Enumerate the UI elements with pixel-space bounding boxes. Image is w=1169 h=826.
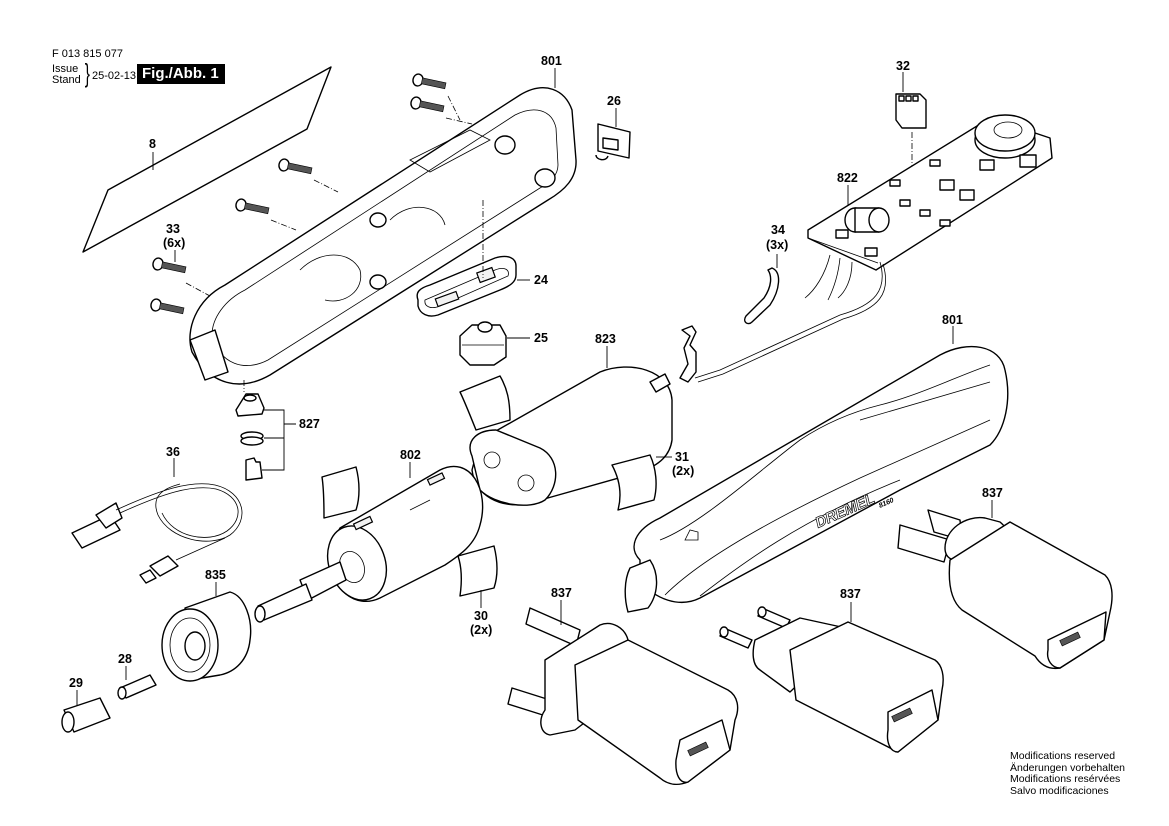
callout-33: 33 xyxy=(166,222,180,236)
callout-837-other: 837 xyxy=(982,486,1003,500)
wire-harness xyxy=(679,254,887,383)
issue-label-en: Issue xyxy=(52,63,79,75)
callout-8: 8 xyxy=(149,137,156,151)
part-29-collet-nut xyxy=(61,690,111,733)
part-24-switch-cover xyxy=(416,200,530,317)
part-801-housing-right xyxy=(624,326,1009,613)
callout-30-qty: (2x) xyxy=(470,623,492,637)
callout-801-right: 801 xyxy=(942,313,963,327)
figure-label: Fig./Abb. 1 xyxy=(137,64,225,84)
modifications-notice: Modifications reserved Änderungen vorbeh… xyxy=(1010,750,1126,797)
modifications-fr: Modifications resérvées xyxy=(1010,773,1121,786)
part-802-motor xyxy=(254,462,484,623)
callout-31-qty: (2x) xyxy=(672,464,694,478)
part-835-nose-cap xyxy=(161,582,252,682)
callout-31: 31 xyxy=(675,450,689,464)
part-30-motor-pads xyxy=(321,466,498,608)
screw xyxy=(152,257,187,274)
callout-25: 25 xyxy=(534,331,548,345)
callout-822: 822 xyxy=(837,171,858,185)
callout-34-qty: (3x) xyxy=(766,238,788,252)
issue-label-de: Stand xyxy=(52,74,81,86)
callout-29: 29 xyxy=(69,676,83,690)
part-822-circuit-board xyxy=(807,114,1053,271)
callout-801-left: 801 xyxy=(541,54,562,68)
part-827-lock-button-set xyxy=(235,393,296,481)
part-837-charger-other xyxy=(897,500,1113,670)
part-31-battery-pads xyxy=(459,375,672,511)
part-837-charger-uk xyxy=(507,600,739,786)
modifications-en: Modifications reserved xyxy=(1010,750,1116,762)
screw xyxy=(410,96,445,113)
part-837-charger-eu xyxy=(719,602,944,753)
callout-24: 24 xyxy=(534,273,548,287)
part-801-housing-left xyxy=(189,68,577,385)
callout-33-qty: (6x) xyxy=(163,236,185,250)
callout-837-uk: 837 xyxy=(551,586,572,600)
part-28-collet xyxy=(117,666,157,700)
callout-36: 36 xyxy=(166,445,180,459)
brace-symbol: } xyxy=(84,58,90,88)
screw xyxy=(412,73,447,90)
selector-dial xyxy=(974,114,1036,159)
callout-28: 28 xyxy=(118,652,132,666)
callout-837-eu: 837 xyxy=(840,587,861,601)
callout-835: 835 xyxy=(205,568,226,582)
part-34-sleeves xyxy=(743,254,780,325)
screw xyxy=(150,298,185,315)
callout-802: 802 xyxy=(400,448,421,462)
screw xyxy=(235,198,270,215)
part-8-sheet xyxy=(82,66,332,253)
part-36-usb-cable xyxy=(71,458,243,584)
screw xyxy=(278,158,313,175)
callout-26: 26 xyxy=(607,94,621,108)
issue-date: 25-02-13 xyxy=(92,70,137,82)
issue-label: Issue Stand xyxy=(52,64,81,86)
callout-32: 32 xyxy=(896,59,910,73)
motor-capacitor xyxy=(844,207,890,233)
callout-34: 34 xyxy=(771,223,785,237)
callout-30: 30 xyxy=(474,609,488,623)
document-number: F 013 815 077 xyxy=(52,48,123,60)
callout-823: 823 xyxy=(595,332,616,346)
modifications-de: Änderungen vorbehalten xyxy=(1010,761,1126,774)
modifications-es: Salvo modificaciones xyxy=(1010,784,1109,797)
part-25-button xyxy=(459,321,530,366)
callout-827: 827 xyxy=(299,417,320,431)
part-26-clip xyxy=(595,108,631,161)
part-33-screws xyxy=(150,73,473,315)
